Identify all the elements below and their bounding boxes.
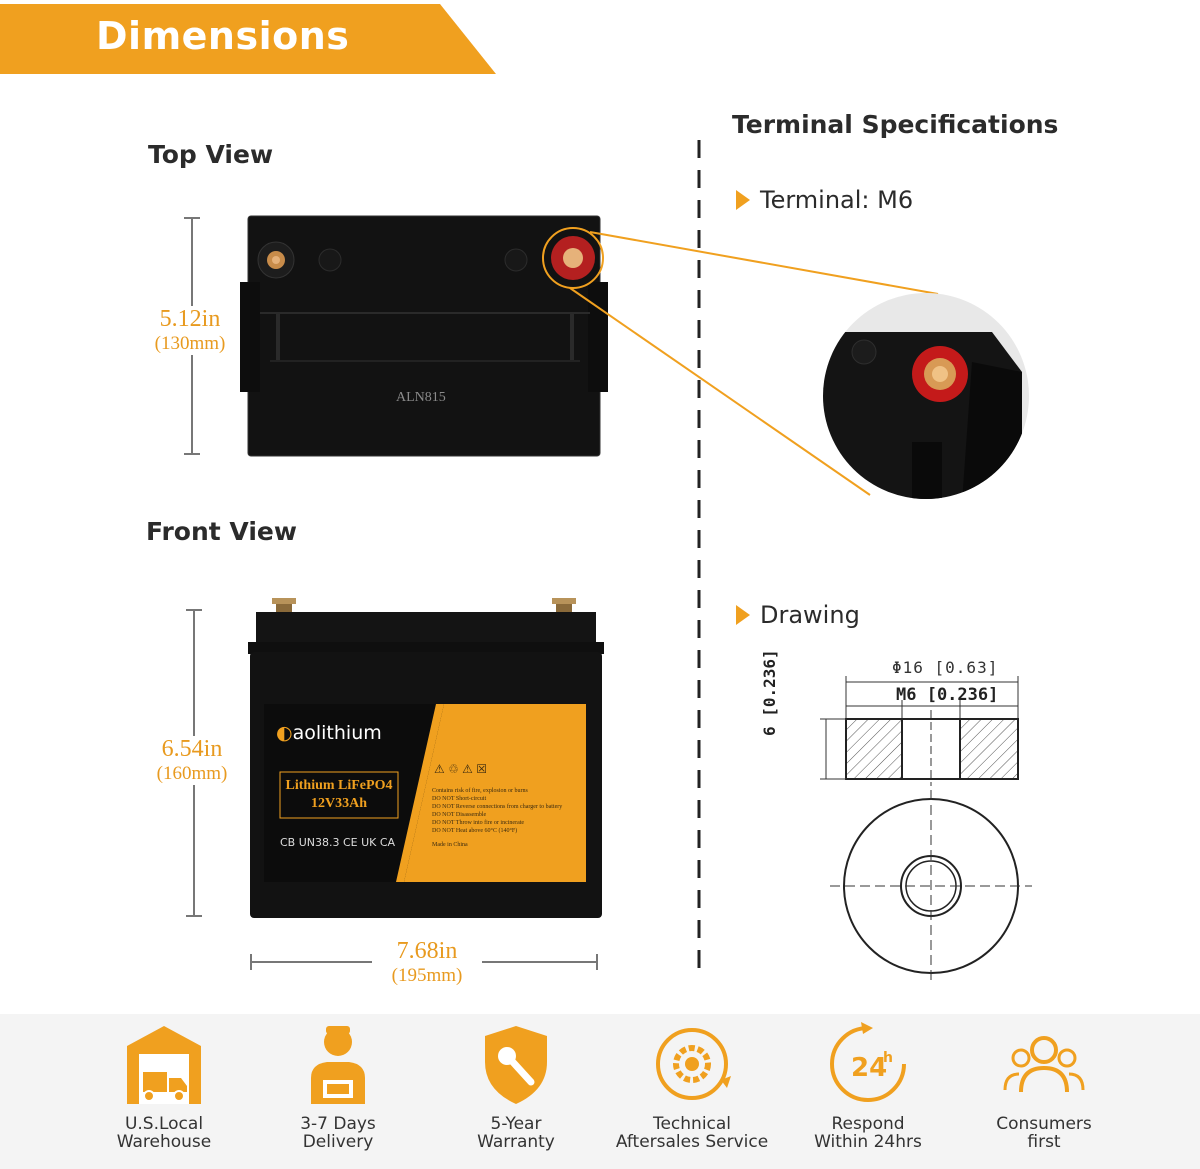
front-height-inches: 6.54in xyxy=(161,736,223,762)
front-height-mm: (160mm) xyxy=(156,763,228,784)
front-width-inches: 7.68in xyxy=(396,938,458,964)
battery-warning-symbols-icon: ⚠ ♲ ⚠ ☒ xyxy=(434,762,488,776)
battery-brand: ◐aolithium xyxy=(276,722,382,744)
top-view-model-text: ALN815 xyxy=(396,390,446,405)
terminal-closeup xyxy=(823,293,1029,499)
terminal-spec-title: Terminal Specifications xyxy=(732,110,1059,139)
gear-service-icon xyxy=(656,1028,731,1100)
svg-text:24: 24 xyxy=(851,1053,887,1083)
battery-front-view xyxy=(248,598,604,918)
top-view-title: Top View xyxy=(148,140,274,169)
dimensions-banner xyxy=(0,4,496,74)
top-height-mm: (130mm) xyxy=(154,333,226,354)
dashed-divider xyxy=(697,140,701,975)
front-view-title: Front View xyxy=(146,517,297,546)
delivery-person-icon xyxy=(311,1026,365,1104)
svg-text:h: h xyxy=(883,1050,893,1066)
people-icon xyxy=(1003,1036,1085,1093)
top-height-inches: 5.12in xyxy=(159,306,221,332)
front-width-mm: (195mm) xyxy=(391,965,463,986)
terminal-bullet-icon xyxy=(736,190,750,210)
banner-title: Dimensions xyxy=(96,14,350,58)
warranty-shield-icon xyxy=(485,1026,547,1104)
zoom-connector-lines xyxy=(569,231,939,496)
terminal-spec-text: Terminal: M6 xyxy=(760,186,914,214)
battery-chemistry: Lithium LiFePO4 12V33Ah xyxy=(285,778,393,811)
drawing-label: Drawing xyxy=(760,601,860,629)
drawing-outer-diameter: Φ16 [0.63] xyxy=(892,658,999,677)
drawing-bullet-icon xyxy=(736,605,750,625)
terminal-drawing xyxy=(820,676,1032,982)
battery-warnings: Contains risk of fire, explosion or burn… xyxy=(432,788,563,848)
warehouse-icon xyxy=(127,1026,201,1104)
drawing-height: 6 [0.236] xyxy=(760,649,779,736)
battery-certifications: CB UN38.3 CE UK CA xyxy=(280,836,396,849)
24h-clock-icon: 24 h xyxy=(830,1022,906,1102)
battery-top-view xyxy=(240,215,608,457)
drawing-inner-diameter: M6 [0.236] xyxy=(896,685,999,705)
brand-logo-icon: ◐ xyxy=(276,722,293,744)
